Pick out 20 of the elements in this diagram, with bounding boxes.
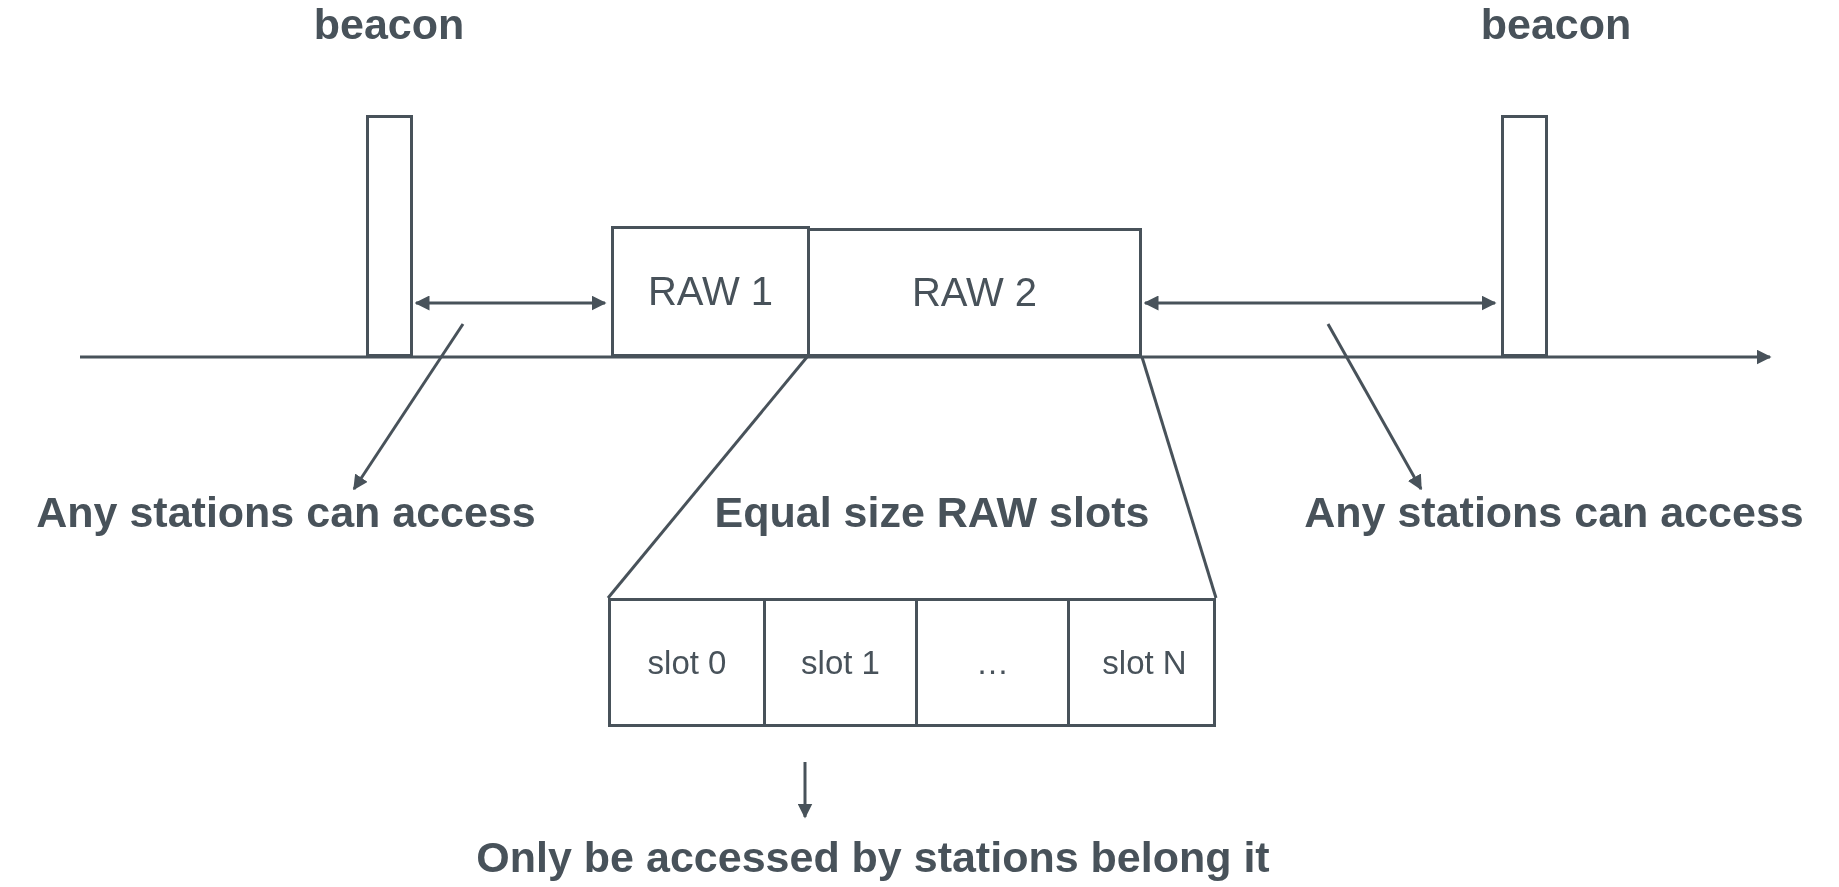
- raw-period-box: RAW 2: [807, 228, 1142, 357]
- time-slot: slot 0: [611, 601, 763, 724]
- arrow: [797, 762, 813, 819]
- beacon-label: beacon: [313, 0, 465, 49]
- time-slot: slot N: [1067, 601, 1219, 724]
- beacon-label: beacon: [1480, 0, 1632, 49]
- leader-line: [352, 323, 465, 491]
- leader-line: [1326, 323, 1423, 491]
- raw-period-box: RAW 1: [611, 226, 810, 357]
- zoom-caption: Equal size RAW slots: [714, 488, 1150, 537]
- double-arrow: [1143, 295, 1497, 311]
- double-arrow: [414, 295, 607, 311]
- time-slot: slot 1: [763, 601, 915, 724]
- note-text: Only be accessed by stations belong it: [476, 833, 1270, 882]
- note-text: Any stations can access: [36, 488, 536, 537]
- time-slot: …: [915, 601, 1067, 724]
- zoom-line: [1140, 356, 1218, 599]
- slot-frame: [608, 598, 1216, 727]
- note-text: Any stations can access: [1304, 488, 1804, 537]
- zoom-line: [606, 356, 809, 599]
